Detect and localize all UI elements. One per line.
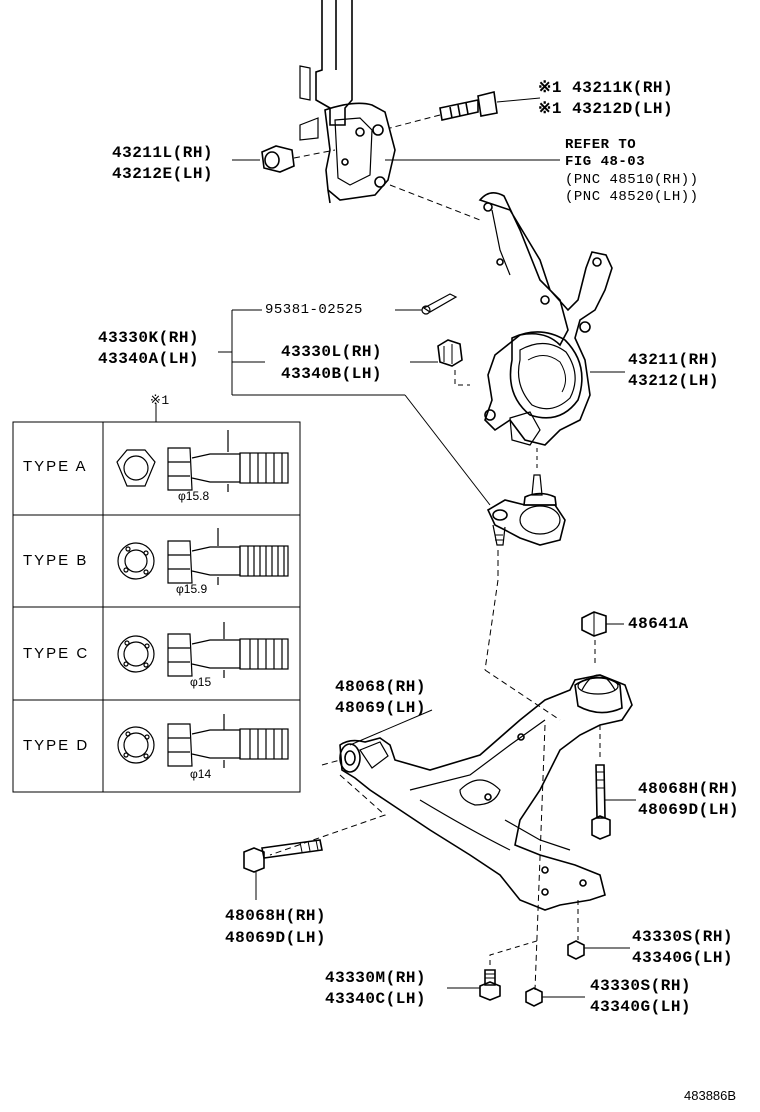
nut-48641a [581, 611, 624, 665]
label-cotter-pin: 95381-02525 [265, 302, 363, 318]
label-bushing-lh: 48069(LH) [335, 699, 426, 717]
label-front-bolt-lh: 48069D(LH) [225, 929, 327, 947]
label-ball-joint-rh: 43330K(RH) [98, 329, 200, 347]
bolt-type-table [12, 403, 301, 793]
label-knuckle-bolt-rh: ※1 43211K(RH) [538, 79, 674, 97]
steering-knuckle [478, 192, 613, 446]
label-knuckle-bolt-lh: ※1 43212D(LH) [538, 100, 674, 118]
label-nut-48641a: 48641A [628, 615, 689, 633]
label-refer-1: REFER TO [565, 137, 637, 153]
type-a-drawing [116, 430, 289, 492]
label-nut-s1-lh: 43340G(LH) [632, 949, 734, 967]
label-bushing-rh: 48068(RH) [335, 678, 426, 696]
label-ball-joint-nut-lh: 43340B(LH) [281, 365, 383, 383]
figure-id: 483886B [684, 1088, 737, 1103]
label-knuckle-rh: 43211(RH) [628, 351, 719, 369]
strut-assembly [299, 0, 396, 204]
type-c-drawing [117, 622, 289, 678]
knuckle-nut [261, 145, 336, 173]
nut-43330s-a [567, 900, 630, 960]
label-rear-bolt-rh: 48068H(RH) [638, 780, 740, 798]
table-note-mark: ※1 [150, 393, 170, 408]
type-d-label: TYPE D [23, 737, 90, 754]
label-bolt-m-rh: 43330M(RH) [325, 969, 427, 987]
label-knuckle-nut-lh: 43212E(LH) [112, 165, 214, 183]
bolt-43330m [447, 939, 541, 1001]
label-refer-4: (PNC 48520(LH)) [565, 189, 699, 205]
type-b-diameter: φ15.9 [176, 582, 208, 596]
type-c-diameter: φ15 [190, 675, 212, 689]
label-ball-joint-nut-rh: 43330L(RH) [281, 343, 383, 361]
type-a-label: TYPE A [23, 458, 88, 475]
knuckle-bolt [439, 91, 541, 121]
label-knuckle-nut-rh: 43211L(RH) [112, 144, 214, 162]
type-d-drawing [117, 714, 289, 768]
label-rear-bolt-lh: 48069D(LH) [638, 801, 740, 819]
label-bolt-m-lh: 43340C(LH) [325, 990, 427, 1008]
label-knuckle-lh: 43212(LH) [628, 372, 719, 390]
front-bolt [243, 839, 323, 900]
type-d-diameter: φ14 [190, 767, 212, 781]
type-b-label: TYPE B [23, 552, 89, 569]
nut-43330s-b [525, 987, 585, 1007]
label-nut-s1-rh: 43330S(RH) [632, 928, 734, 946]
label-nut-s2-lh: 43340G(LH) [590, 998, 692, 1016]
rear-bolt [591, 725, 636, 840]
ball-joint [486, 448, 566, 546]
label-front-bolt-rh: 48068H(RH) [225, 907, 327, 925]
type-b-drawing [117, 528, 289, 585]
label-nut-s2-rh: 43330S(RH) [590, 977, 692, 995]
label-ball-joint-lh: 43340A(LH) [98, 350, 200, 368]
cotter-pin [395, 293, 458, 315]
type-c-label: TYPE C [23, 645, 90, 662]
type-a-diameter: φ15.8 [178, 489, 210, 503]
label-refer-2: FIG 48-03 [565, 154, 646, 170]
ball-joint-nut [410, 339, 470, 386]
label-refer-3: (PNC 48510(RH)) [565, 172, 699, 188]
